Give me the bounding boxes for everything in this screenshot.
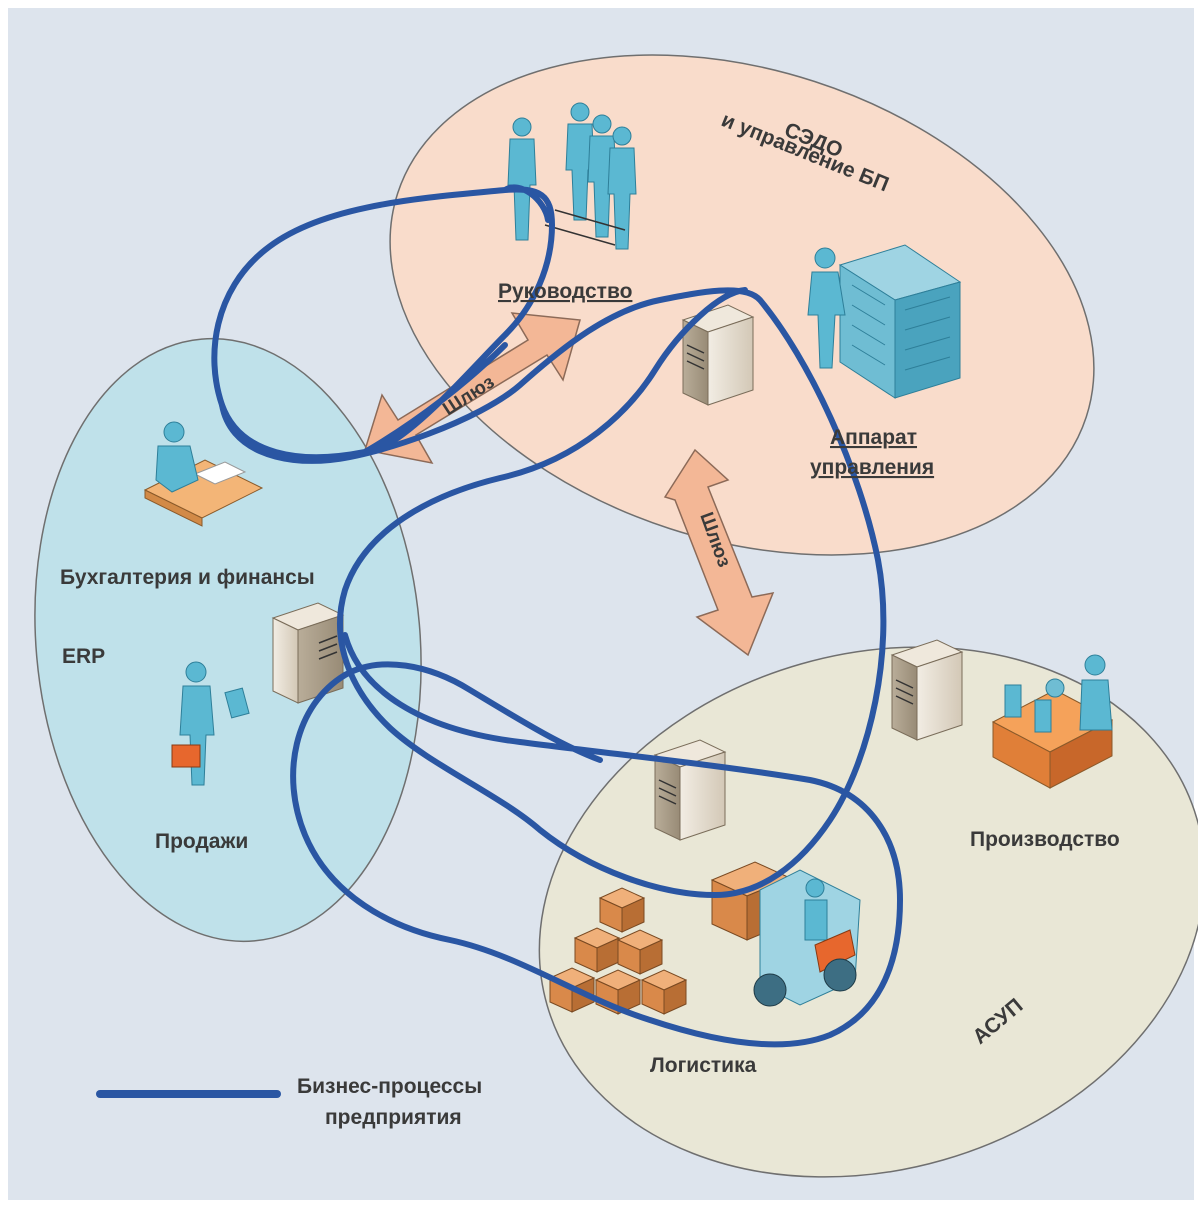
logistics-label: Логистика (650, 1054, 757, 1077)
server-cabinet-icon (838, 244, 962, 399)
apparatus-label-line1: Аппарат (830, 426, 917, 449)
apparatus-label-line2: управления (810, 456, 934, 479)
production-conveyor-icon (991, 654, 1114, 789)
cargo-boxes-icon (548, 887, 688, 1015)
salesperson-icon (171, 661, 250, 786)
server-icon-logistics (653, 739, 727, 841)
production-label: Производство (970, 828, 1120, 851)
server-icon-erp (271, 602, 345, 704)
sales-label: Продажи (155, 830, 248, 853)
gateway-arrow-left (364, 312, 581, 465)
erp-zone (34, 337, 422, 943)
forklift-icon (710, 861, 861, 1007)
accounting-label: Бухгалтерия и финансы (60, 566, 315, 589)
sedo-zone (389, 54, 1095, 556)
management-label: Руководство (498, 280, 632, 303)
erp-title: ERP (62, 645, 105, 668)
gateway-arrow-right (663, 448, 775, 657)
business-process-lower-loop (290, 632, 903, 1048)
business-process-loop (219, 287, 887, 898)
legend-label-line1: Бизнес-процессы (297, 1075, 482, 1098)
operator-person-icon (807, 247, 846, 369)
legend-label-line2: предприятия (325, 1106, 462, 1129)
server-icon-sedo (681, 304, 755, 406)
server-icon-asup (890, 639, 964, 741)
accountant-desk-icon (143, 421, 264, 527)
